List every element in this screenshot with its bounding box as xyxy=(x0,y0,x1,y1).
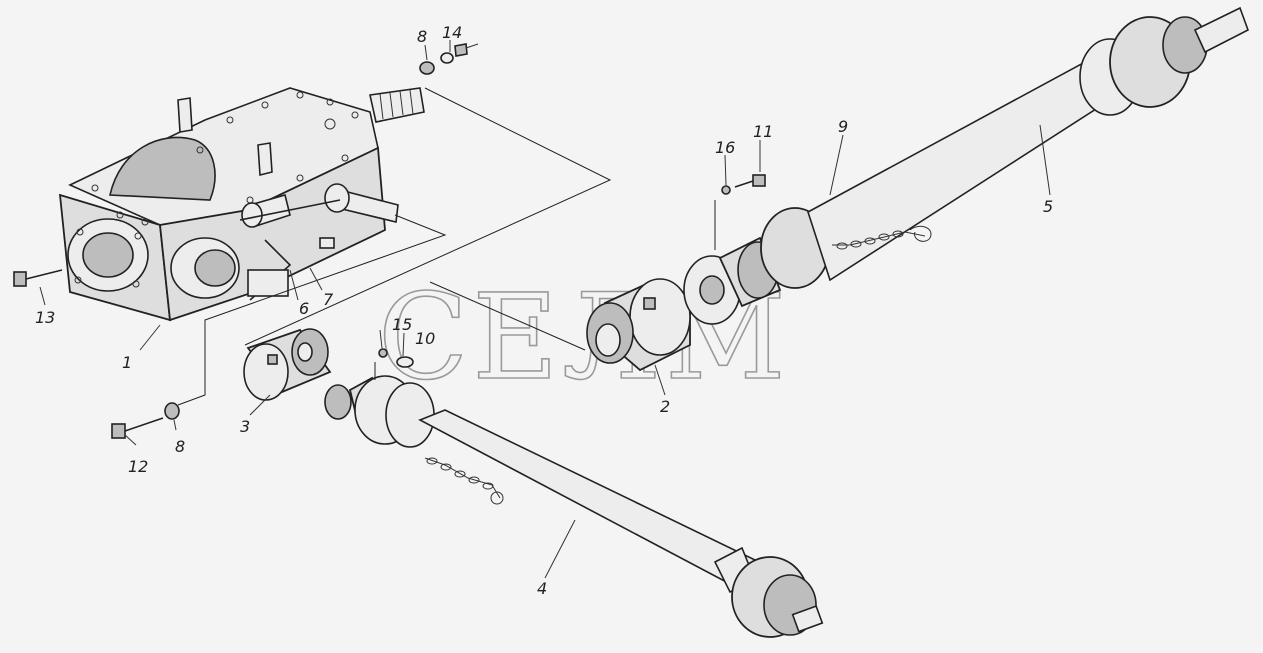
callout-5: 5 xyxy=(1043,197,1053,216)
bolt-11 xyxy=(734,174,766,188)
bolt-14-top xyxy=(440,43,479,64)
callout-13: 13 xyxy=(35,308,55,327)
gearbox xyxy=(58,87,425,322)
callout-10: 10 xyxy=(415,329,435,348)
bolt-13 xyxy=(13,269,63,287)
ring-10 xyxy=(396,356,414,368)
drive-shaft-5 xyxy=(718,6,1249,308)
callout-9: 9 xyxy=(838,117,848,136)
nut-8-top xyxy=(419,61,435,75)
callout-7: 7 xyxy=(323,290,334,309)
coupling-3 xyxy=(243,328,332,401)
callout-3: 3 xyxy=(240,417,250,436)
bolt-12 xyxy=(111,417,164,439)
callout-11: 11 xyxy=(753,122,773,141)
callout-14: 14 xyxy=(442,23,462,42)
callout-6: 6 xyxy=(299,299,309,318)
callout-12: 12 xyxy=(128,457,148,476)
callout-2: 2 xyxy=(660,397,670,416)
callout-1: 1 xyxy=(122,353,132,372)
callout-16: 16 xyxy=(715,138,735,157)
assembly-lines xyxy=(177,87,716,406)
callout-8-washer: 8 xyxy=(175,437,185,456)
pin-16 xyxy=(721,185,731,195)
callout-8-nut: 8 xyxy=(417,27,427,46)
drive-shaft-4 xyxy=(324,375,824,638)
washer-8 xyxy=(164,402,180,420)
callout-labels: 1 2 3 4 5 6 7 8 8 9 10 11 12 13 14 15 16 xyxy=(35,23,1053,598)
callout-15: 15 xyxy=(392,315,412,334)
leader-lines xyxy=(39,40,1051,579)
callout-4: 4 xyxy=(537,579,547,598)
pin-15 xyxy=(378,348,388,358)
